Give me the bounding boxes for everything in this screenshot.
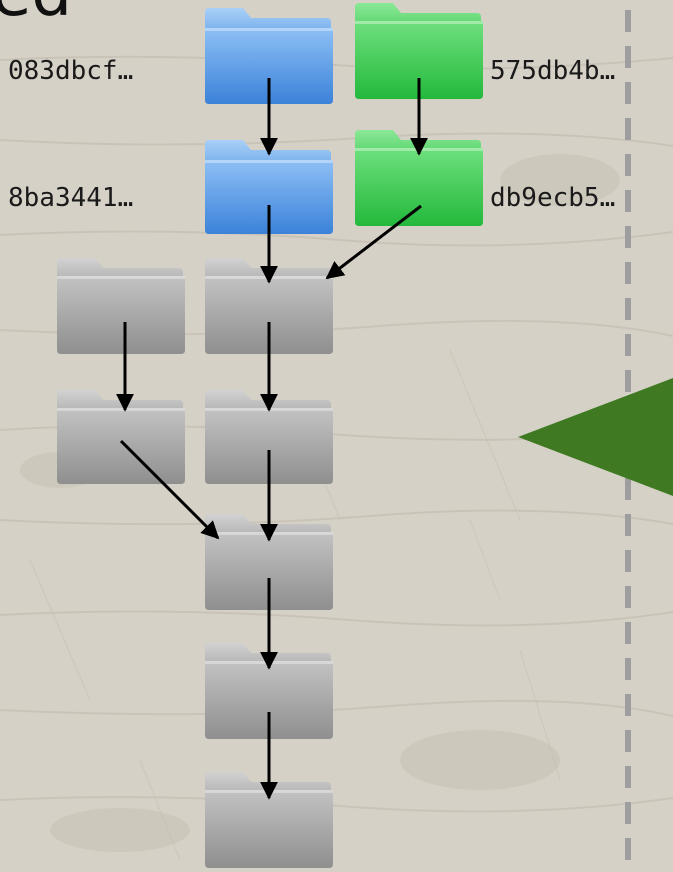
commit-hash-label: 575db4b… [490,56,616,86]
slide-title-fragment: ed [0,0,72,26]
parent-arrow [325,204,422,280]
commit-hash-label: db9ecb5… [490,183,616,213]
commit-hash-label: 083dbcf… [8,56,134,86]
folder-icon [355,3,483,99]
folder-icon [57,390,185,484]
folder-icon [205,8,333,104]
folder-icon [57,258,185,354]
commit-hash-label: 8ba3441… [8,183,134,213]
triangle-left-icon [518,378,673,496]
parent-arrow [119,439,220,540]
